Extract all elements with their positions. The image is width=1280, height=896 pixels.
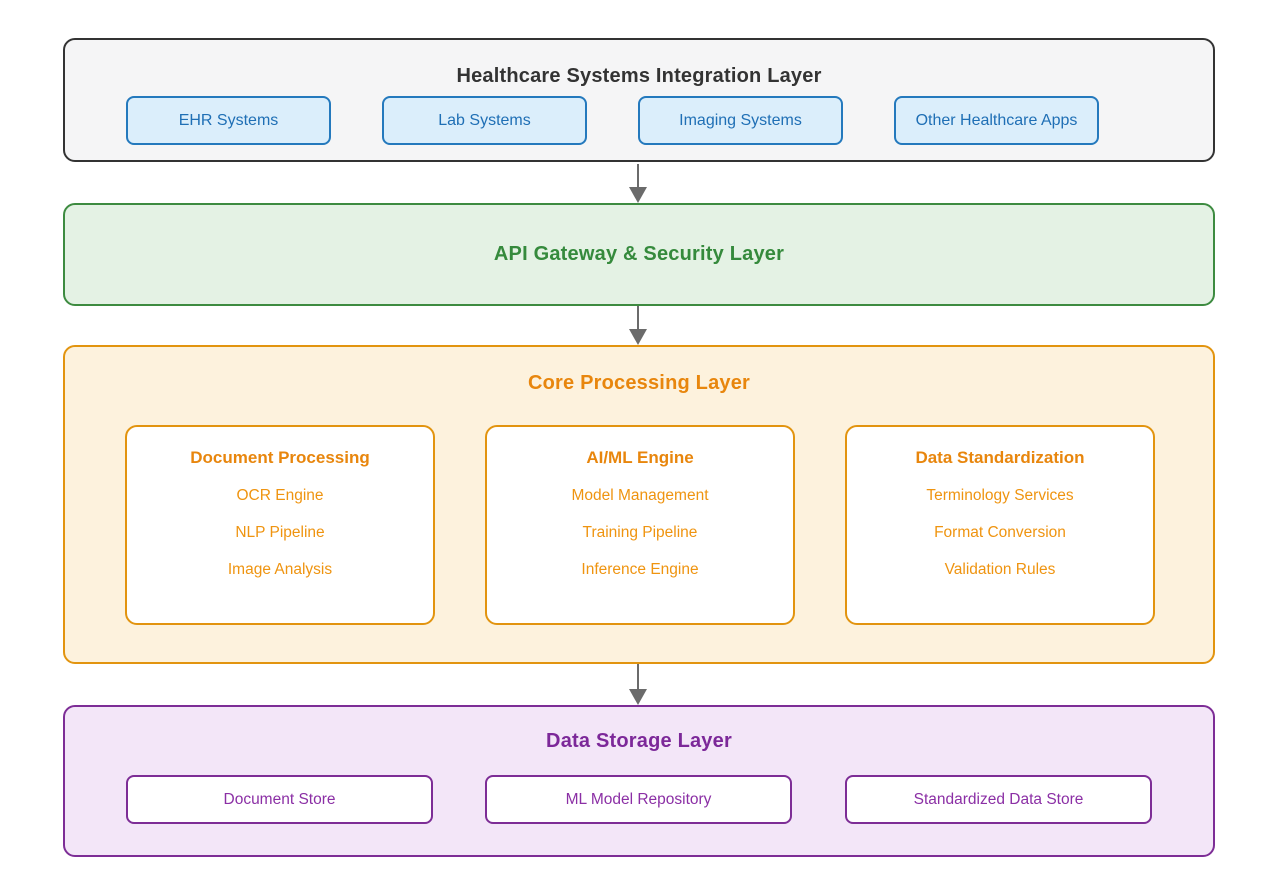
arrow-stem [636,164,640,187]
node-imaging-systems-label: Imaging Systems [679,111,802,129]
node-standardized-data-store: Standardized Data Store [845,775,1152,824]
item-validation-rules: Validation Rules [944,561,1056,578]
node-ml-model-repository: ML Model Repository [485,775,792,824]
item-ocr-engine: OCR Engine [236,487,324,504]
integration-layer-container: Healthcare Systems Integration Layer EHR… [63,38,1215,162]
card-document-processing: Document Processing OCR Engine NLP Pipel… [125,425,435,625]
arrow-head [629,187,647,203]
integration-systems-row: EHR Systems Lab Systems Imaging Systems … [65,96,1213,146]
item-model-management: Model Management [571,487,709,504]
item-format-conversion: Format Conversion [934,524,1066,541]
integration-layer-title: Healthcare Systems Integration Layer [456,65,822,87]
node-standardized-data-store-label: Standardized Data Store [913,790,1084,808]
node-ehr-systems-label: EHR Systems [178,111,279,129]
node-other-healthcare-apps-label: Other Healthcare Apps [915,111,1078,129]
node-ml-model-repository-label: ML Model Repository [565,790,712,808]
card-data-standardization-title: Data Standardization [915,448,1085,467]
item-terminology-services: Terminology Services [926,487,1074,504]
arrow-head [629,689,647,705]
api-gateway-layer-container: API Gateway & Security Layer [63,203,1215,306]
node-document-store-label: Document Store [223,790,336,808]
node-lab-systems-label: Lab Systems [438,111,531,129]
arrow-head [629,329,647,345]
node-imaging-systems: Imaging Systems [638,96,843,145]
item-inference-engine: Inference Engine [581,561,699,578]
card-document-processing-title: Document Processing [190,448,370,467]
arrow-stem [636,306,640,329]
item-nlp-pipeline: NLP Pipeline [235,524,325,541]
core-processing-layer-container: Core Processing Layer Document Processin… [63,345,1215,664]
arrow-down-core-to-storage-icon [628,664,648,705]
arrow-stem [636,664,640,689]
node-document-store: Document Store [126,775,433,824]
api-gateway-layer-title: API Gateway & Security Layer [493,243,785,265]
data-storage-layer-container: Data Storage Layer Document Store ML Mod… [63,705,1215,857]
arrow-down-integration-to-api-icon [628,164,648,203]
card-data-standardization: Data Standardization Terminology Service… [845,425,1155,625]
card-aiml-engine-title: AI/ML Engine [586,448,694,467]
node-other-healthcare-apps: Other Healthcare Apps [894,96,1099,145]
data-storage-layer-title: Data Storage Layer [546,730,732,752]
node-ehr-systems: EHR Systems [126,96,331,145]
node-lab-systems: Lab Systems [382,96,587,145]
arrow-down-api-to-core-icon [628,306,648,345]
card-aiml-engine: AI/ML Engine Model Management Training P… [485,425,795,625]
item-training-pipeline: Training Pipeline [582,524,698,541]
item-image-analysis: Image Analysis [227,561,333,578]
core-processing-layer-title: Core Processing Layer [527,372,751,394]
